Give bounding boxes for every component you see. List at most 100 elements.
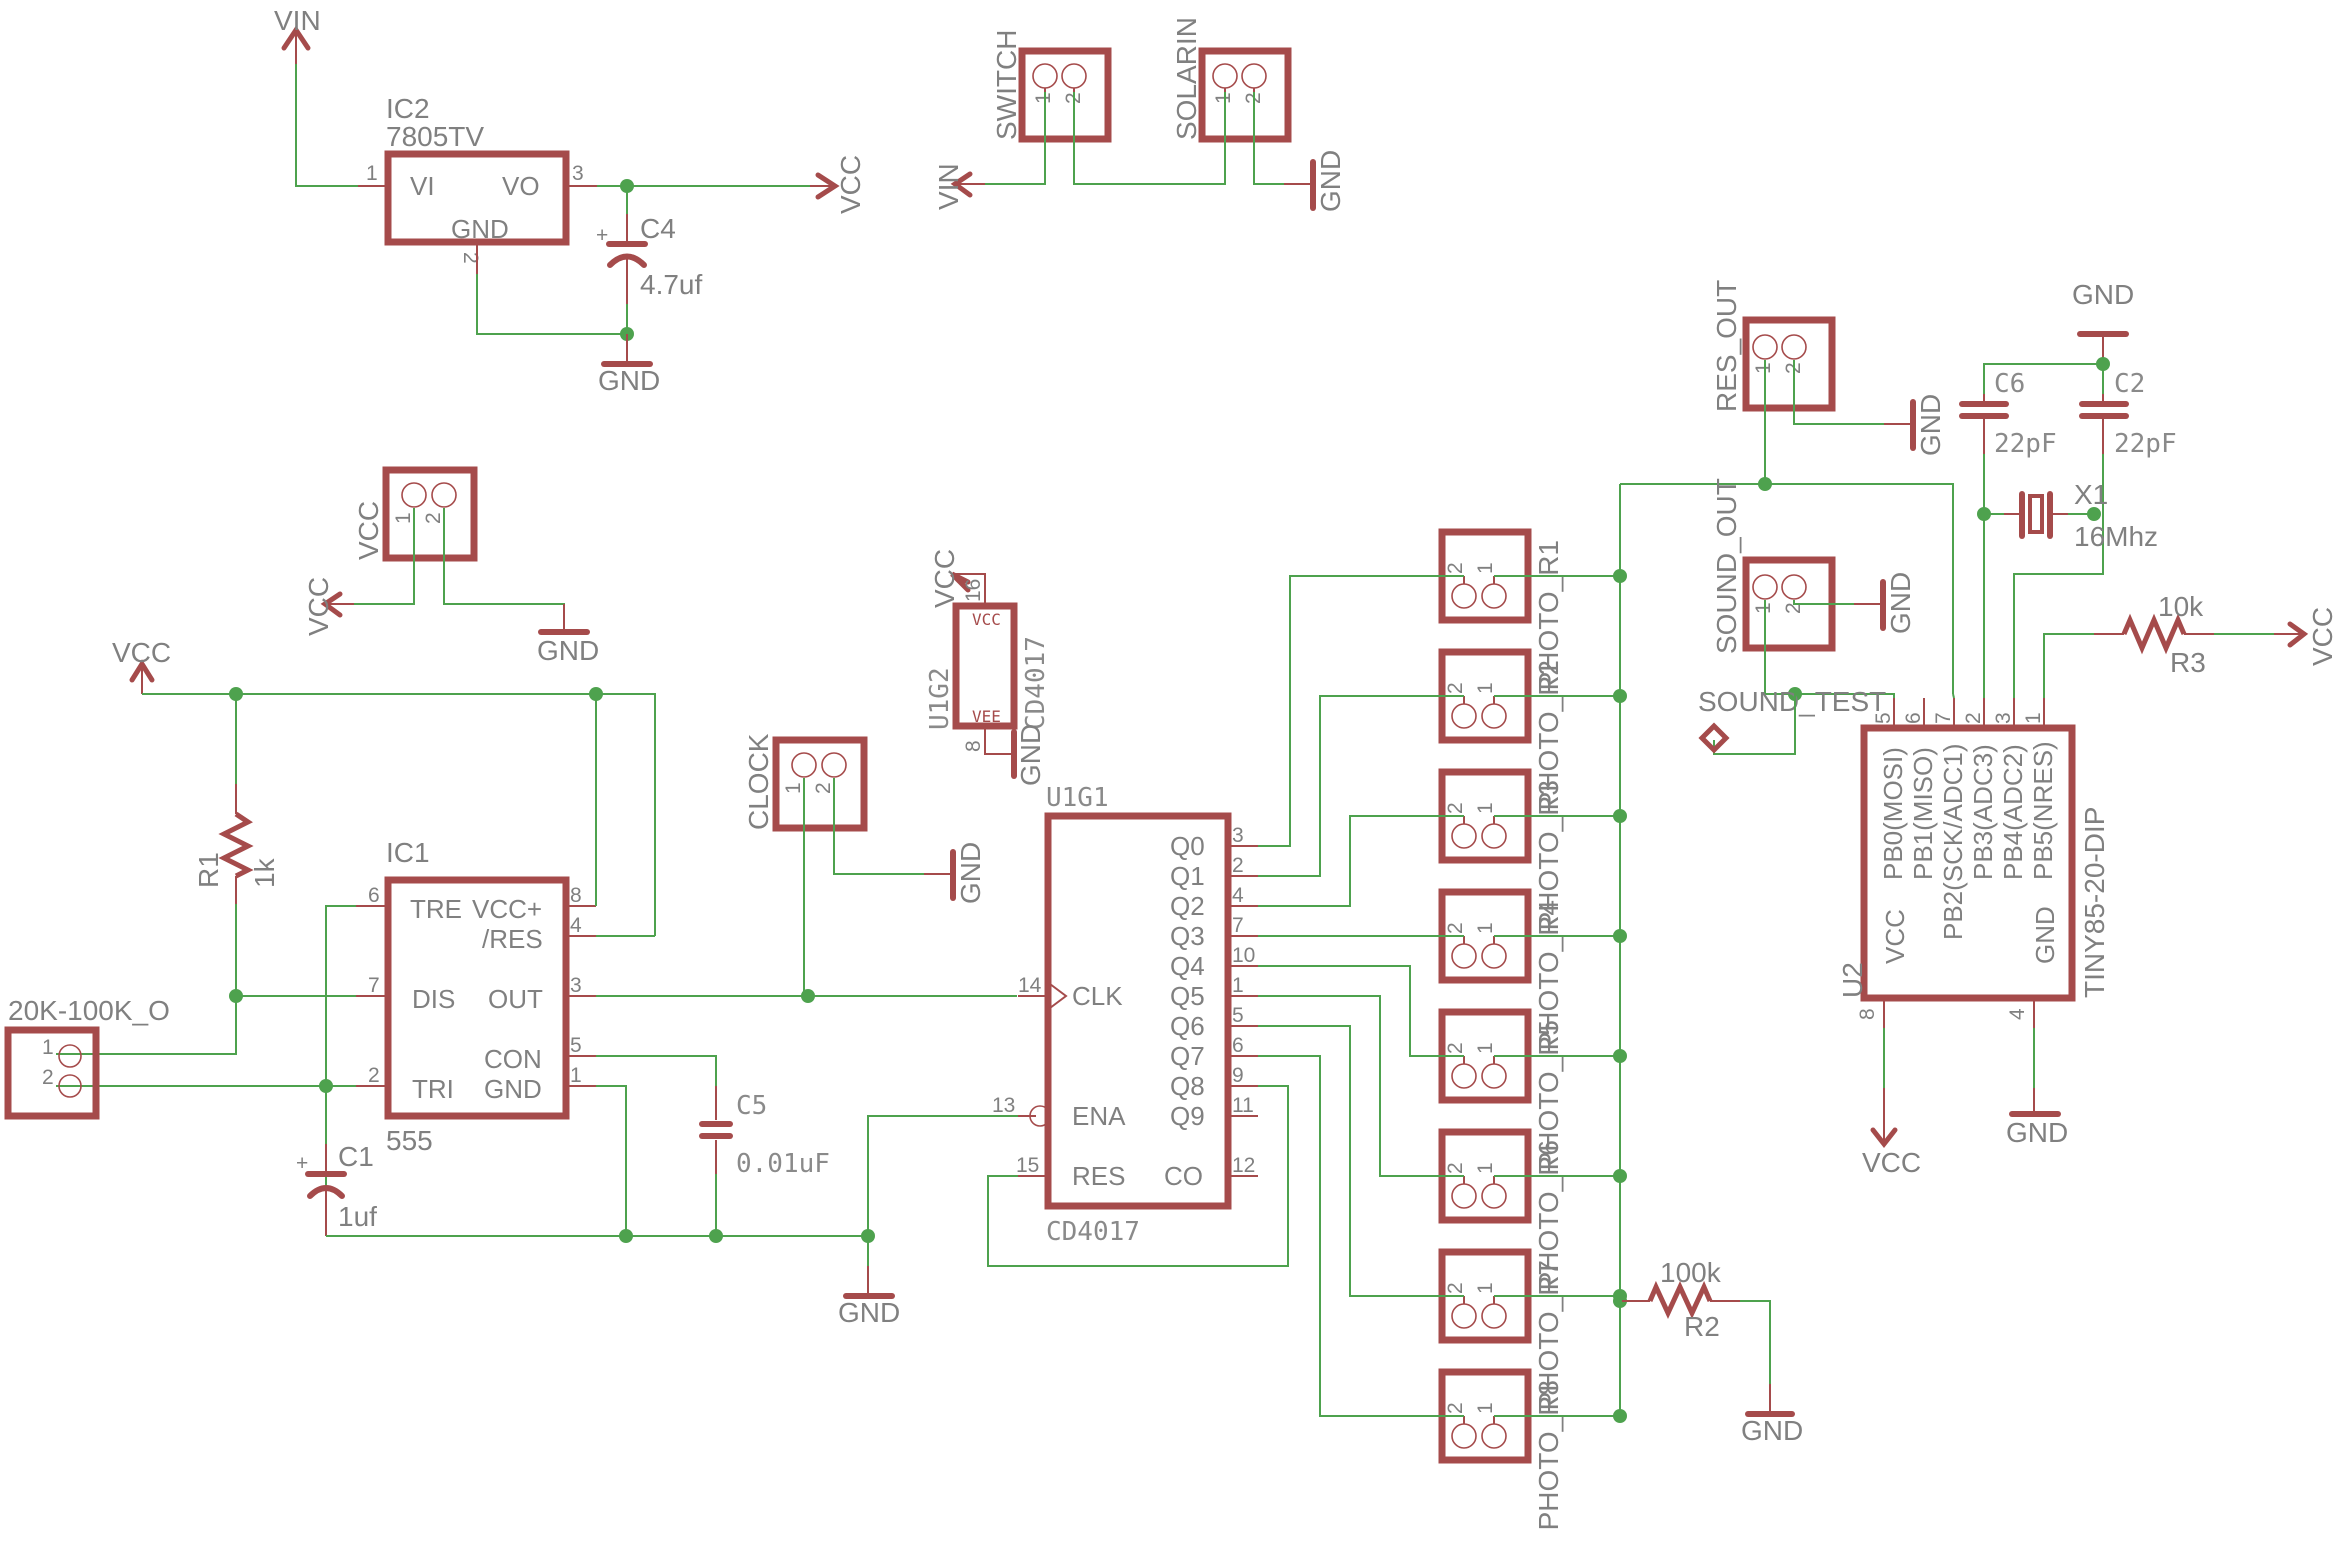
r2-resistor[interactable] [1647, 1280, 1713, 1319]
ic1-pin-res: /RES [482, 924, 543, 954]
switch-p1: 1 [1032, 92, 1055, 104]
pad [1451, 823, 1477, 849]
pad [1481, 1303, 1507, 1329]
ic1-body[interactable] [384, 876, 570, 1120]
pad [1451, 1183, 1477, 1209]
u2-pin-label: PB3(ADC3) [1968, 744, 1998, 880]
x1-ref: X1 [2074, 479, 2108, 510]
timer-section: VCC R1 1k IC1 555 TRE VCC+ /RES DIS OUT … [4, 637, 1017, 1328]
photo-p2: 2 [1444, 1042, 1467, 1054]
ic1-pin-vccp: VCC+ [472, 894, 542, 924]
ic1-n1: 1 [570, 1064, 582, 1087]
ic1-n5: 5 [570, 1034, 582, 1057]
u1g2-ref: U1G2 [925, 667, 955, 730]
r3-resistor[interactable] [2121, 613, 2187, 655]
vin-supply-arrow-icon [950, 171, 973, 198]
vcc-supply-arrow-icon [1870, 1127, 1898, 1149]
test-point-icon[interactable] [1698, 722, 1730, 754]
pad [1451, 943, 1477, 969]
pad [1451, 1303, 1477, 1329]
photo-p1: 1 [1474, 1402, 1497, 1414]
u1g1-pinno: 11 [1232, 1094, 1254, 1117]
ic2-pin-vi: VI [410, 171, 435, 201]
u1g1-pinno: 6 [1232, 1034, 1244, 1057]
ic2-pin3-no: 3 [572, 162, 584, 185]
c4-ref: C4 [640, 213, 676, 244]
pad [1481, 943, 1507, 969]
gnd-label: GND [598, 365, 660, 396]
ic1-pin-tri: TRI [412, 1074, 454, 1104]
u1g1-label-q9: Q9 [1170, 1101, 1205, 1131]
photo-p1: 1 [1474, 1042, 1497, 1054]
vcc-header[interactable] [382, 466, 478, 562]
u1g2-value: CD4017 [1021, 636, 1051, 730]
junction [709, 1229, 723, 1243]
u1g1-co-no: 12 [1232, 1154, 1255, 1177]
u1g2-vee: VEE [972, 707, 1001, 726]
photo-p1: 1 [1474, 1282, 1497, 1294]
regulator-section: VIN IC2 7805TV VI VO GND 1 3 2 VCC + C4 … [274, 5, 866, 396]
u1g1-ena-no: 13 [992, 1094, 1015, 1117]
c5-ref: C5 [736, 1091, 767, 1121]
pot-header[interactable] [4, 1026, 100, 1120]
u2-pinno: 7 [1932, 712, 1955, 724]
gnd-label: GND [1885, 572, 1916, 634]
switch-header[interactable] [1018, 47, 1112, 143]
photo-header-ref: PHOTO_R4 [1533, 900, 1564, 1050]
ic1-pin-dis: DIS [412, 984, 455, 1014]
u1g1-res: RES [1072, 1161, 1125, 1191]
resout-p1: 1 [1752, 362, 1775, 374]
u1g1-pinno: 5 [1232, 1004, 1244, 1027]
photo-p2: 2 [1444, 1402, 1467, 1414]
solarin-header[interactable] [1198, 47, 1292, 143]
photo-p1: 1 [1474, 922, 1497, 934]
pad [1481, 703, 1507, 729]
u1g1-label-q4: Q4 [1170, 951, 1205, 981]
c4-value: 4.7uf [640, 269, 702, 300]
photo-p1: 1 [1474, 562, 1497, 574]
u2-pin-gnd: GND [2030, 906, 2060, 964]
u2-body[interactable] [1860, 724, 2076, 1002]
c4-plus: + [596, 224, 608, 247]
u1g1-body[interactable] [1044, 812, 1232, 1210]
gnd-label: GND [838, 1297, 900, 1328]
gnd-label: GND [1741, 1415, 1803, 1446]
u1g1-label-q3: Q3 [1170, 921, 1205, 951]
u1g1-pinno: 1 [1232, 974, 1244, 997]
ic1-n4: 4 [570, 914, 582, 937]
r1-resistor[interactable] [218, 811, 254, 879]
u2-pin-label: PB2(SCK/ADC1) [1938, 744, 1968, 941]
vcch-p2: 2 [422, 512, 445, 524]
junction [319, 1079, 333, 1093]
r1-ref: R1 [193, 852, 224, 888]
u1g1-label-q0: Q0 [1170, 831, 1205, 861]
photo-header-ref: PHOTO_R1 [1533, 540, 1564, 690]
junction [619, 1229, 633, 1243]
u1g1-pinno: 7 [1232, 914, 1244, 937]
pad [1481, 1063, 1507, 1089]
ic1-pin-con: CON [484, 1044, 542, 1074]
ic1-pin-gnd: GND [484, 1074, 542, 1104]
vcc-supply-arrow-icon [320, 591, 343, 618]
c5-value: 0.01uF [736, 1149, 830, 1179]
r1-value: 1k [249, 857, 280, 888]
u2-ref: U2 [1837, 962, 1868, 998]
clock-header[interactable] [772, 736, 868, 832]
ic2-ref: IC2 [386, 93, 430, 124]
pot-header-ref: 20K-100K_O [8, 995, 170, 1026]
junction [2096, 357, 2110, 371]
photo-p1: 1 [1474, 802, 1497, 814]
ic2-pin-gnd: GND [451, 214, 509, 244]
u1g1-res-no: 15 [1016, 1154, 1039, 1177]
switch-ref: SWITCH [991, 30, 1022, 140]
gnd-label: GND [1315, 150, 1346, 212]
u2-pinno: 1 [2022, 712, 2045, 724]
res-out-header[interactable] [1742, 316, 1836, 412]
gnd-label: GND [537, 635, 599, 666]
ic1-n7: 7 [368, 974, 380, 997]
vcc-label-555: VCC [112, 637, 171, 668]
vcc-supply-arrow-icon [950, 571, 971, 593]
photo-header-ref: PHOTO_R2 [1533, 660, 1564, 810]
photo-p1: 1 [1474, 1162, 1497, 1174]
